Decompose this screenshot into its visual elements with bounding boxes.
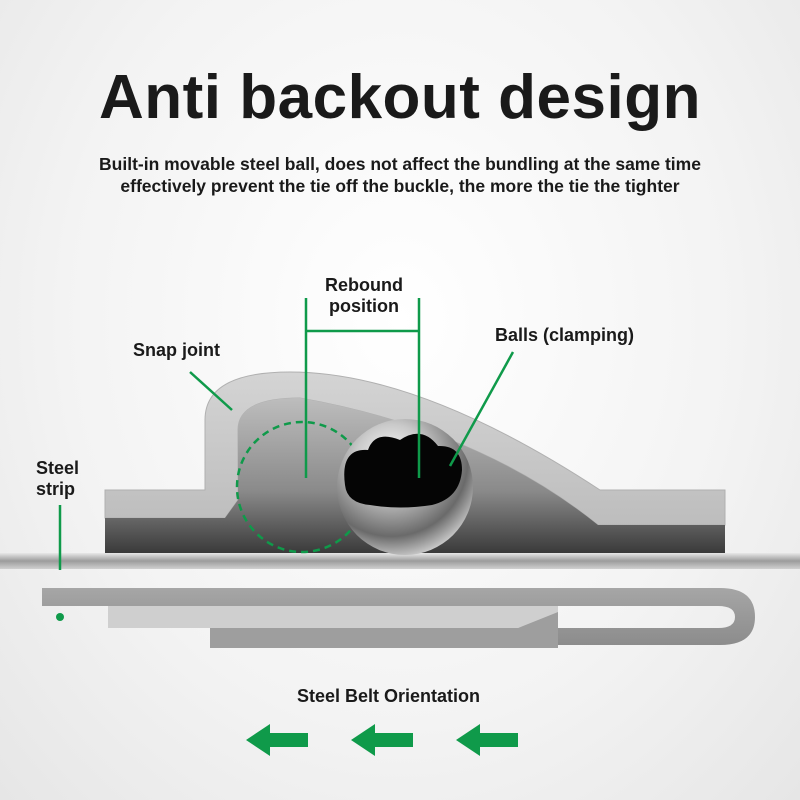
orientation-label: Steel Belt Orientation [296, 686, 481, 706]
steel-strip [0, 553, 800, 569]
snap-joint-label: Snap joint [133, 340, 220, 360]
steel-strip-label-line1: Steel [36, 458, 80, 478]
steel-ball [337, 419, 473, 555]
steel-strip-label: Steel strip [36, 458, 79, 500]
balls-leader [448, 351, 515, 467]
rebound-label-line1: Rebound [325, 275, 403, 295]
left-arrow-icon [351, 724, 413, 756]
lower-belt-middle [108, 606, 558, 628]
lower-belt-bottom [210, 612, 558, 648]
rebound-label-line2: position [329, 296, 399, 316]
steel-strip-label-line2: strip [36, 479, 76, 499]
page-title: Anti backout design [99, 63, 701, 132]
balls-label: Balls (clamping) [495, 325, 635, 345]
subtitle-line-2: effectively prevent the tie off the buck… [120, 176, 680, 196]
rebound-bracket [304, 298, 421, 478]
subtitle-line-1: Built-in movable steel ball, does not af… [99, 154, 701, 174]
steel-strip-marker [56, 613, 64, 621]
left-arrow-icon [456, 724, 518, 756]
snap-joint-leader [189, 371, 233, 411]
lower-belt-fold [42, 588, 755, 645]
left-arrow-icon [246, 724, 308, 756]
rebound-label: Rebound position [310, 275, 418, 317]
